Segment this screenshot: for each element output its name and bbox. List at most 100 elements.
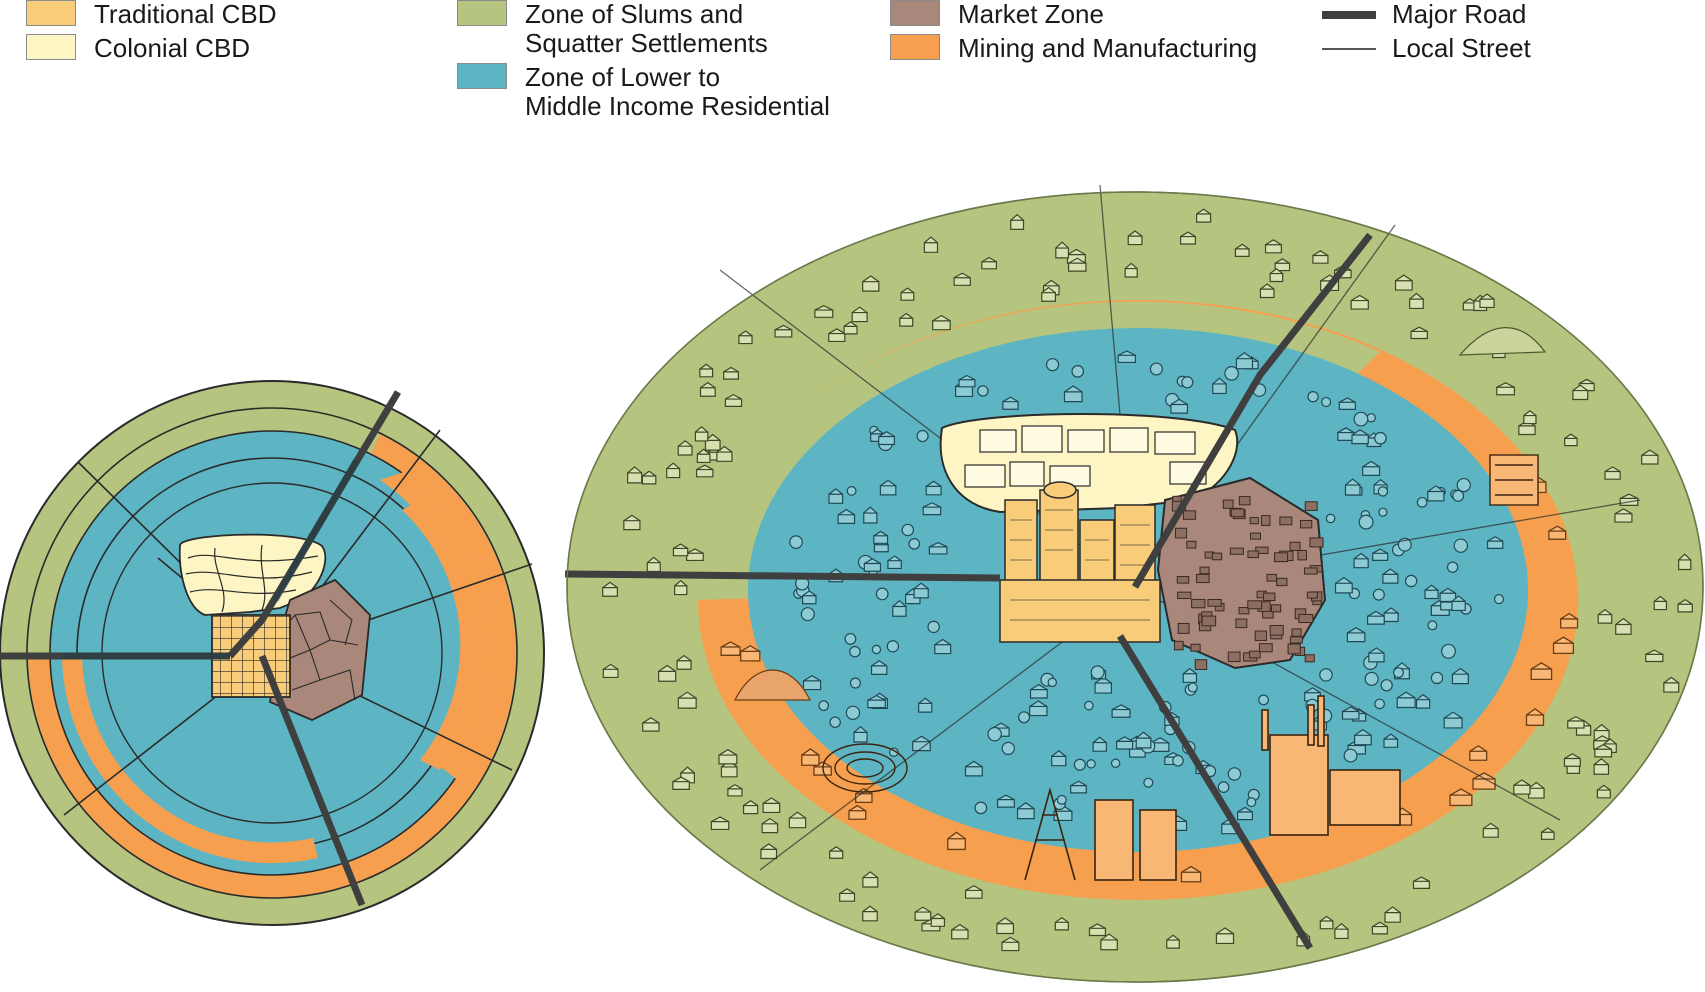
building-icon: [696, 448, 711, 464]
market-stall-icon: [1276, 577, 1288, 587]
building-icon: [828, 328, 846, 343]
tree-icon: [1143, 777, 1154, 788]
market-stall-icon: [1271, 604, 1282, 613]
building-icon: [1346, 627, 1366, 643]
tree-icon: [1380, 679, 1393, 692]
building-icon: [1641, 449, 1659, 465]
building-icon: [863, 558, 882, 572]
building-icon: [1472, 772, 1496, 790]
building-icon: [1372, 548, 1389, 561]
building-icon: [1274, 258, 1291, 272]
building-icon: [899, 312, 914, 327]
building-icon: [1212, 377, 1227, 395]
building-icon: [696, 464, 714, 478]
market-stall-icon: [1174, 527, 1188, 539]
tree-icon: [1358, 514, 1374, 530]
building-icon: [674, 579, 688, 596]
tree-icon: [1307, 391, 1319, 403]
market-stall-icon: [1254, 630, 1267, 641]
factory-icon: [1261, 695, 1401, 836]
tree-icon: [1453, 538, 1469, 553]
legend: Traditional CBD Colonial CBD Zone of Slu…: [0, 0, 1705, 130]
building-icon: [851, 306, 868, 323]
building-icon: [666, 462, 681, 479]
market-stall-icon: [1255, 546, 1269, 554]
tree-icon: [1441, 643, 1456, 659]
tree-icon: [1321, 396, 1332, 408]
building-icon: [694, 426, 709, 442]
building-icon: [1410, 326, 1428, 340]
market-stall-icon: [1207, 599, 1222, 607]
legend-label-line: Zone of Slums and: [525, 0, 744, 29]
mine-tower-icon: [1024, 787, 1177, 881]
building-icon: [672, 776, 690, 790]
building-icon: [1384, 906, 1401, 923]
building-icon: [738, 330, 753, 345]
legend-label-line: Zone of Lower to: [525, 62, 721, 92]
tree-icon: [987, 726, 1002, 742]
building-icon: [953, 272, 971, 286]
market-stall-icon: [1177, 591, 1192, 600]
building-icon: [1234, 243, 1250, 257]
market-stall-icon: [1176, 576, 1190, 584]
building-icon: [1264, 239, 1282, 254]
tree-icon: [908, 538, 921, 550]
market-stall-icon: [1289, 541, 1301, 551]
building-icon: [1116, 736, 1134, 750]
building-icon: [918, 697, 933, 713]
market-stall-icon: [1289, 636, 1303, 644]
building-icon: [1092, 736, 1107, 752]
building-icon: [1439, 587, 1457, 603]
building-icon: [1182, 667, 1198, 683]
building-icon: [1002, 396, 1019, 410]
building-icon: [1135, 731, 1152, 749]
tree-icon: [829, 716, 841, 728]
building-icon: [1368, 647, 1385, 663]
legend-item-major-road: Major Road: [1322, 0, 1526, 29]
building-icon: [1029, 683, 1048, 699]
building-icon: [1415, 693, 1431, 709]
building-icon: [1344, 478, 1361, 496]
building-icon: [1530, 662, 1553, 681]
market-stall-icon: [1304, 654, 1315, 663]
tree-icon: [1378, 507, 1388, 517]
building-icon: [1124, 262, 1138, 278]
building-icon: [934, 638, 952, 655]
legend-item-slums: Zone of Slums and Squatter Settlements: [457, 0, 768, 58]
building-icon: [602, 581, 618, 597]
market-stall-icon: [1238, 496, 1251, 506]
building-icon: [1424, 584, 1439, 600]
market-stall-icon: [1199, 566, 1210, 575]
tree-icon: [1364, 671, 1379, 686]
building-icon: [1010, 213, 1025, 231]
building-icon: [958, 374, 976, 388]
tree-icon: [846, 486, 857, 496]
building-icon: [1371, 921, 1388, 935]
legend-label: Traditional CBD: [94, 0, 277, 29]
market-stall-icon: [1191, 598, 1206, 609]
building-icon: [1663, 676, 1680, 693]
building-icon: [1067, 257, 1087, 272]
building-icon: [1427, 485, 1445, 502]
market-stall-icon: [1250, 532, 1261, 540]
market-stall-icon: [1186, 540, 1197, 549]
building-icon: [1215, 927, 1235, 945]
building-icon: [699, 363, 714, 378]
illustrated-diagram: [564, 184, 1704, 983]
building-icon: [862, 871, 879, 888]
building-icon: [1338, 397, 1356, 410]
building-icon: [1513, 779, 1531, 795]
tree-icon: [901, 523, 915, 537]
building-icon: [843, 321, 858, 335]
tree-icon: [1047, 677, 1058, 688]
legend-label: Market Zone: [958, 0, 1104, 29]
building-icon: [724, 393, 743, 408]
building-icon: [801, 590, 817, 605]
legend-label-line: Middle Income Residential: [525, 91, 830, 121]
building-icon: [922, 502, 942, 516]
building-icon: [1597, 608, 1613, 624]
tree-icon: [1172, 754, 1184, 767]
building-icon: [762, 797, 781, 814]
legend-label-line: Squatter Settlements: [525, 28, 768, 58]
tree-icon: [886, 640, 900, 653]
